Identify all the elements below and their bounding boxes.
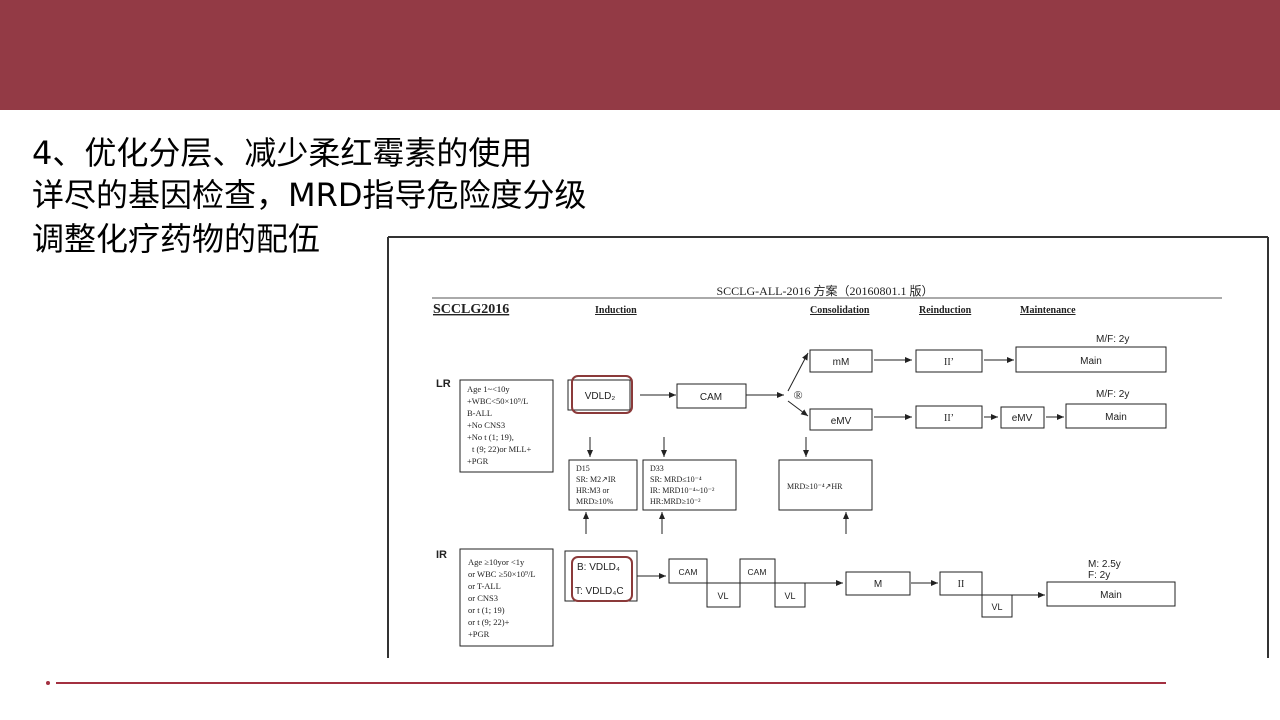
ir-duration-f: F: 2y — [1088, 570, 1110, 581]
lr-arm2-reinduction-box — [915, 405, 983, 429]
lr-criterion: +PGR — [467, 456, 489, 466]
lr-criterion: +No t (1; 19), — [467, 432, 514, 442]
svg-text:VL: VL — [991, 602, 1002, 612]
vdld2-highlight — [571, 375, 633, 414]
ir-induction-b: B: VDLD₄ — [577, 562, 620, 573]
svg-text:II’: II’ — [944, 357, 954, 368]
svg-text:HR:MRD≥10⁻²: HR:MRD≥10⁻² — [650, 497, 701, 506]
svg-text:SR: MRD≤10⁻⁴: SR: MRD≤10⁻⁴ — [650, 475, 702, 484]
ir-criterion: or t (1; 19) — [468, 605, 505, 615]
svg-text:MRD≥10%: MRD≥10% — [576, 497, 614, 506]
svg-text:IR: MRD10⁻⁴~10⁻²: IR: MRD10⁻⁴~10⁻² — [650, 486, 715, 495]
svg-text:eMV: eMV — [1012, 413, 1033, 424]
svg-text:MRD≥10⁻⁴↗HR: MRD≥10⁻⁴↗HR — [787, 482, 843, 491]
svg-text:Main: Main — [1105, 412, 1127, 423]
ir-criteria-box — [459, 548, 554, 647]
lr-arm1-reinduction-box — [915, 349, 983, 373]
doc-title: SCCLG-ALL-2016 方案（20160801.1 版） — [717, 283, 934, 298]
svg-text:eMV: eMV — [831, 416, 852, 427]
lr-arm2-main-box — [1065, 403, 1167, 429]
vdld4-highlight — [571, 556, 633, 602]
lr-criterion: B-ALL — [467, 408, 492, 418]
svg-text:II: II — [958, 579, 965, 590]
d15-box — [568, 459, 638, 511]
ir-cam2-box — [739, 558, 776, 584]
svg-text:VL: VL — [717, 591, 728, 601]
ir-vl3-box — [981, 594, 1013, 618]
lr-arm2-emv-box — [809, 408, 873, 431]
footer-rule — [56, 682, 1166, 684]
lr-criterion: t (9; 22)or MLL+ — [472, 444, 532, 454]
phase-induction: Induction — [595, 305, 637, 316]
protocol-name: SCCLG2016 — [433, 302, 509, 317]
lr-arm1-duration: M/F: 2y — [1096, 334, 1129, 345]
lr-arm1-mm-box — [809, 349, 873, 373]
lr-arm1-main-box — [1015, 346, 1167, 373]
lr-arm2-emv2-box — [1000, 406, 1045, 429]
ir-criterion: Age ≥10yor <1y — [468, 557, 525, 567]
ir-vl1-box — [706, 582, 741, 608]
ir-criterion: or CNS3 — [468, 593, 498, 603]
svg-text:SR: M2↗IR: SR: M2↗IR — [576, 475, 616, 484]
ir-m-box — [845, 571, 911, 596]
ir-cam1-box — [668, 558, 708, 584]
ir-vl2-box — [774, 582, 806, 608]
slide-title-line-2: 详尽的基因检查，MRD指导危险度分级 — [32, 176, 587, 214]
lr-criterion: +No CNS3 — [467, 420, 505, 430]
lr-induction-box: VDLD₂ — [585, 391, 616, 402]
ir-duration-m: M: 2.5y — [1088, 559, 1121, 570]
svg-text:mM: mM — [833, 357, 850, 368]
ir-main-box — [1046, 581, 1176, 607]
mrd-box — [778, 459, 873, 511]
slide-title-line-3: 调整化疗药物的配伍 — [32, 220, 321, 258]
lr-criterion: +WBC<50×10⁹/L — [467, 396, 528, 406]
phase-maintenance: Maintenance — [1020, 305, 1076, 316]
lr-arm2-duration: M/F: 2y — [1096, 389, 1129, 400]
ir-label: IR — [436, 549, 447, 561]
svg-text:II’: II’ — [944, 413, 954, 424]
footer-dot — [46, 681, 50, 685]
d33-box — [642, 459, 737, 511]
ir-reinduction-box — [939, 571, 983, 596]
lr-criterion: Age 1~<10y — [467, 384, 510, 394]
svg-text:Main: Main — [1100, 590, 1122, 601]
ir-criterion: or WBC ≥50×10⁹/L — [468, 569, 536, 579]
lr-criteria-box — [459, 379, 554, 473]
svg-text:CAM: CAM — [679, 567, 698, 577]
ir-criterion: +PGR — [468, 629, 490, 639]
ir-criterion: or T-ALL — [468, 581, 501, 591]
svg-text:HR:M3 or: HR:M3 or — [576, 486, 609, 495]
phase-consolidation: Consolidation — [810, 305, 870, 316]
svg-text:Main: Main — [1080, 356, 1102, 367]
svg-text:D15: D15 — [576, 464, 590, 473]
header-banner — [0, 0, 1280, 110]
svg-text:D33: D33 — [650, 464, 664, 473]
randomization-symbol: ® — [793, 388, 802, 402]
svg-text:CAM: CAM — [700, 392, 722, 403]
slide-title-line-1: 4、优化分层、减少柔红霉素的使用 — [32, 134, 533, 172]
lr-label: LR — [436, 378, 451, 390]
ir-induction-t: T: VDLD₄C — [575, 586, 624, 597]
svg-text:CAM: CAM — [748, 567, 767, 577]
svg-text:VL: VL — [784, 591, 795, 601]
lr-cam-box — [676, 383, 747, 409]
svg-text:M: M — [874, 579, 882, 590]
phase-reinduction: Reinduction — [919, 305, 972, 316]
ir-criterion: or t (9; 22)+ — [468, 617, 510, 627]
